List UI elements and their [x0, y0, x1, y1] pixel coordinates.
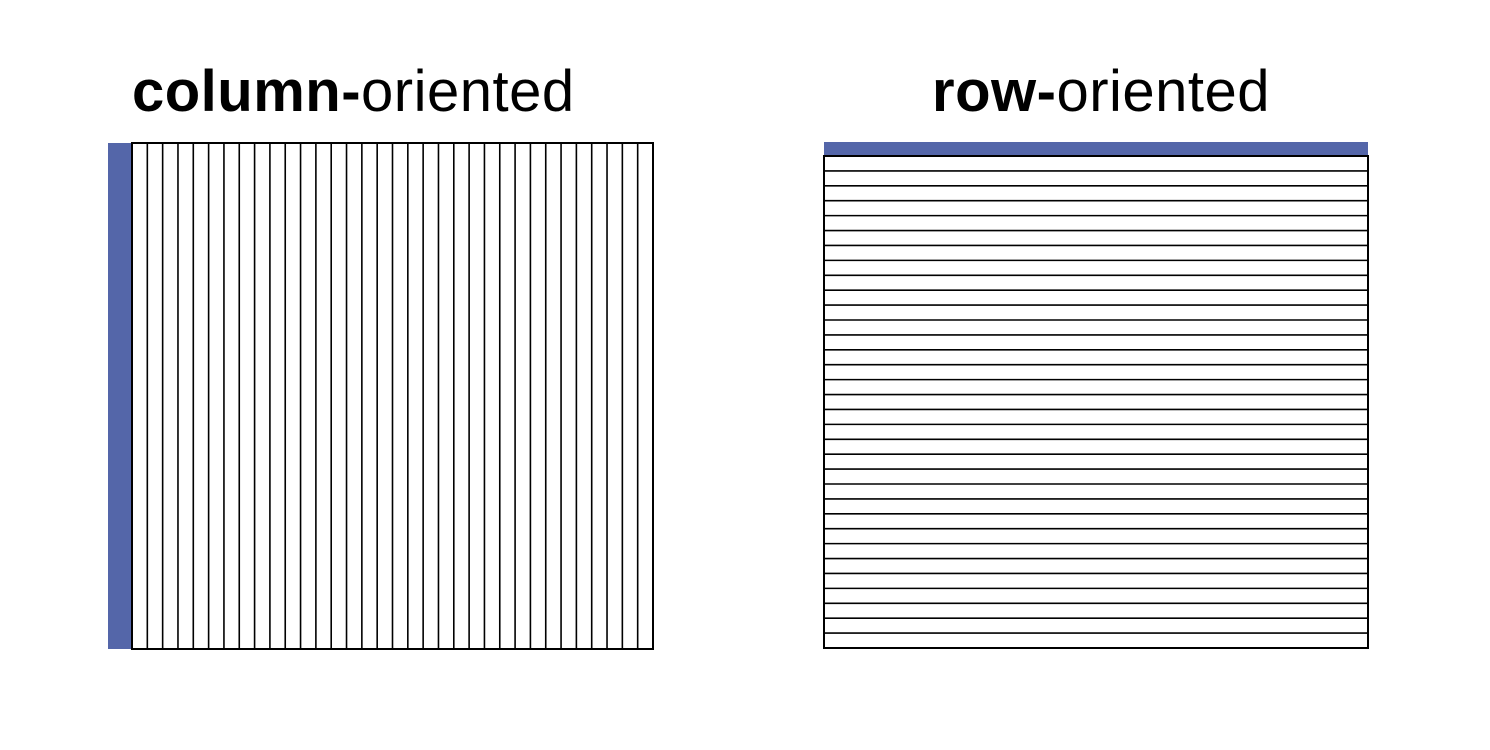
highlighted-column — [108, 143, 132, 649]
column-oriented-title-bold: column- — [132, 59, 362, 124]
row-oriented-grid — [823, 142, 1369, 649]
highlighted-row — [824, 142, 1368, 156]
row-grid-border — [823, 155, 1369, 649]
row-oriented-title-bold: row- — [932, 59, 1057, 124]
column-oriented-title: column-oriented — [132, 54, 575, 130]
row-oriented-title: row-oriented — [932, 54, 1270, 130]
column-oriented-title-light: oriented — [361, 59, 575, 124]
column-oriented-grid — [108, 142, 654, 650]
row-oriented-title-light: oriented — [1056, 59, 1271, 124]
column-grid-border — [131, 142, 654, 650]
